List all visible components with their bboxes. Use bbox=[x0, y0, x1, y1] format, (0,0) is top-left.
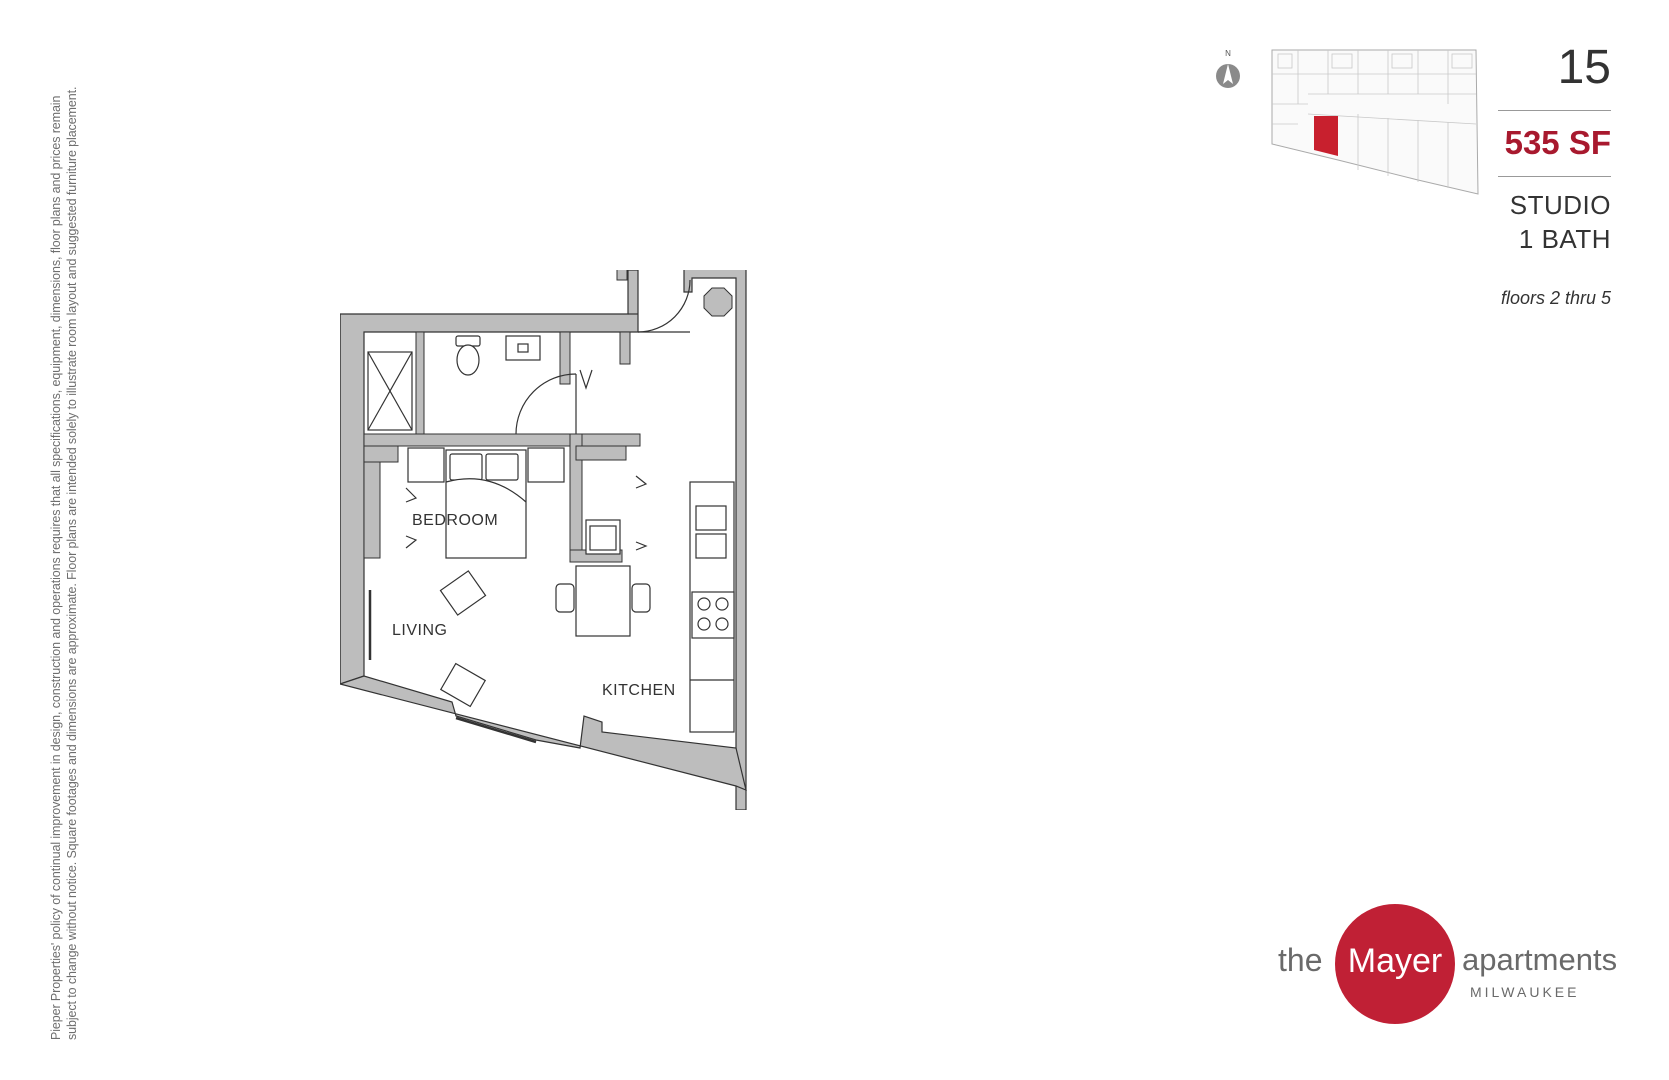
floor-plan-drawing bbox=[337, 265, 747, 811]
floor-plan: BEDROOM LIVING KITCHEN bbox=[337, 265, 770, 815]
legal-disclaimer: Pieper Properties' policy of continual i… bbox=[48, 60, 80, 1040]
closet-doors bbox=[405, 475, 648, 551]
key-plan bbox=[1268, 44, 1482, 205]
logo-name: Mayer bbox=[1347, 942, 1443, 980]
windows bbox=[368, 590, 537, 744]
logo-suffix: apartments bbox=[1462, 942, 1618, 977]
logo-circle bbox=[1335, 904, 1455, 1024]
dining-set bbox=[555, 565, 651, 637]
unit-number: 15 bbox=[1557, 41, 1611, 94]
disclaimer-line-1: Pieper Properties' policy of continual i… bbox=[49, 95, 63, 1040]
room-label-kitchen: KITCHEN bbox=[602, 682, 676, 699]
toilet bbox=[455, 335, 481, 376]
unit-baths: 1 BATH bbox=[1518, 224, 1611, 254]
room-label-bedroom: BEDROOM bbox=[412, 512, 499, 529]
laundry bbox=[585, 519, 621, 555]
bathroom-sink bbox=[505, 335, 541, 361]
shower bbox=[367, 351, 413, 431]
unit-type: STUDIO bbox=[1509, 190, 1611, 220]
lounge-chairs bbox=[439, 570, 487, 708]
unit-highlight bbox=[1314, 116, 1338, 156]
kitchen-counter bbox=[689, 481, 735, 733]
unit-floors: floors 2 thru 5 bbox=[1500, 288, 1611, 308]
interior-walls bbox=[363, 331, 641, 563]
exterior-walls bbox=[337, 265, 747, 811]
compass-icon: N bbox=[1216, 49, 1240, 88]
logo-city: MILWAUKEE bbox=[1470, 984, 1580, 1000]
column bbox=[703, 287, 733, 317]
divider-bottom bbox=[1498, 176, 1611, 177]
bed bbox=[407, 447, 565, 559]
north-compass: N bbox=[1214, 48, 1242, 99]
disclaimer-line-2: subject to change without notice. Square… bbox=[65, 86, 79, 1040]
room-label-living: LIVING bbox=[392, 622, 448, 639]
doors bbox=[515, 279, 691, 435]
unit-square-footage: 535 SF bbox=[1504, 124, 1611, 161]
divider-top bbox=[1498, 110, 1611, 111]
logo-prefix: the bbox=[1278, 942, 1323, 978]
compass-label: N bbox=[1225, 49, 1231, 58]
brand-logo: the Mayer apartments MILWAUKEE bbox=[1278, 904, 1628, 1024]
key-plan-drawing bbox=[1271, 49, 1479, 195]
